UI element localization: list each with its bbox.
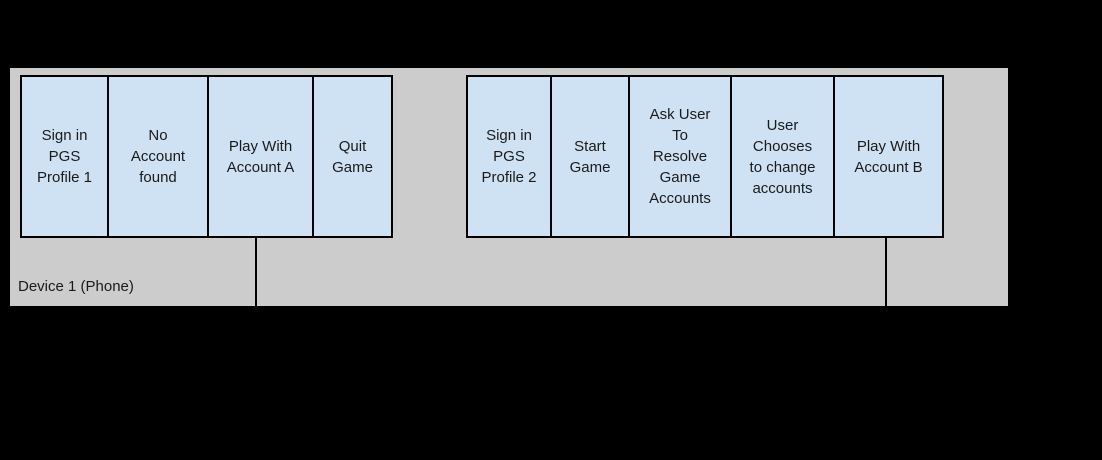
no-account-found[interactable]: No Account found: [109, 77, 209, 236]
lifeline-account-b: [885, 238, 887, 306]
lifeline-account-a: [255, 238, 257, 306]
sign-in-pgs-profile-2[interactable]: Sign in PGS Profile 2: [468, 77, 552, 236]
sign-in-pgs-profile-1[interactable]: Sign in PGS Profile 1: [22, 77, 109, 236]
ask-user-to-resolve-game-accounts[interactable]: Ask User To Resolve Game Accounts: [630, 77, 732, 236]
start-game[interactable]: Start Game: [552, 77, 630, 236]
quit-game[interactable]: Quit Game: [314, 77, 391, 236]
play-with-account-a[interactable]: Play With Account A: [209, 77, 314, 236]
user-chooses-to-change-accounts[interactable]: User Chooses to change accounts: [732, 77, 835, 236]
play-with-account-b[interactable]: Play With Account B: [835, 77, 942, 236]
device-lane-label: Device 1 (Phone): [18, 278, 134, 295]
